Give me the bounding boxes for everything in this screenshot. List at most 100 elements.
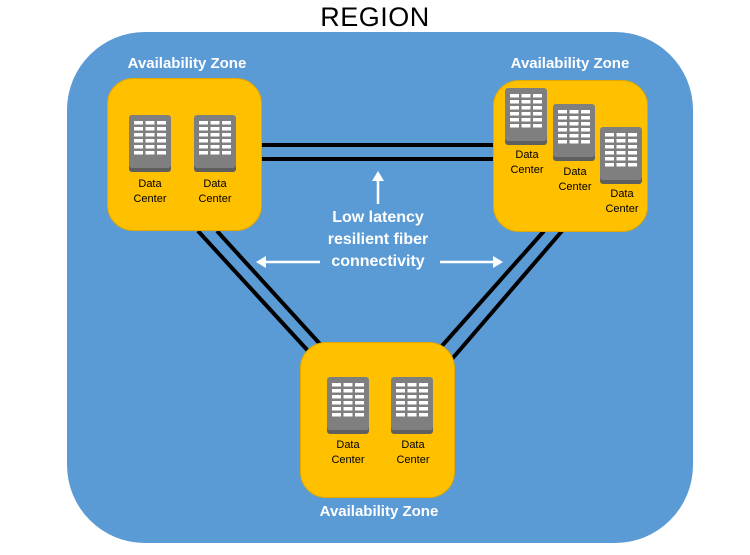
server-slot	[355, 389, 364, 393]
server-slot	[510, 118, 519, 122]
fiber-link-right-2	[450, 229, 564, 361]
server-slot	[396, 383, 405, 387]
server-slot	[628, 145, 637, 149]
server-rack-icon	[600, 127, 642, 184]
server-slot	[332, 407, 341, 411]
server-slot	[521, 118, 531, 122]
server-slot	[628, 133, 637, 137]
server-slot	[199, 133, 208, 137]
server-slot	[581, 110, 590, 114]
server-slot	[521, 112, 531, 116]
server-slot	[569, 140, 579, 144]
server-slot	[407, 413, 417, 417]
server-slot	[199, 127, 208, 131]
server-slot	[355, 383, 364, 387]
server-slot	[343, 401, 353, 405]
server-slot	[332, 389, 341, 393]
server-slot	[558, 134, 567, 138]
server-slot	[210, 151, 220, 155]
dc-label-line: Data	[515, 149, 539, 161]
server-slot	[134, 121, 143, 125]
server-slot	[134, 139, 143, 143]
server-slot	[145, 121, 155, 125]
dc-label-line: Data	[401, 439, 425, 451]
server-slot	[569, 116, 579, 120]
server-slot	[157, 151, 166, 155]
server-slot	[199, 121, 208, 125]
server-slot	[355, 413, 364, 417]
server-slot	[134, 133, 143, 137]
server-slot	[533, 106, 542, 110]
server-slot	[145, 139, 155, 143]
server-slot	[569, 122, 579, 126]
server-slot	[145, 127, 155, 131]
server-slot	[332, 383, 341, 387]
server-slot	[616, 163, 626, 167]
server-slot	[419, 389, 428, 393]
fiber-link-left-1	[196, 229, 312, 355]
server-slot	[157, 127, 166, 131]
server-slot	[332, 401, 341, 405]
availability-zone-top-left	[107, 78, 262, 231]
server-slot	[407, 407, 417, 411]
server-slot	[581, 140, 590, 144]
server-slot	[558, 128, 567, 132]
dc-label-line: Data	[138, 178, 162, 190]
server-slot	[355, 401, 364, 405]
server-slot	[222, 127, 231, 131]
server-slot	[145, 145, 155, 149]
server-rack-icon	[129, 115, 171, 172]
server-slot	[396, 401, 405, 405]
server-rack-icon	[391, 377, 433, 434]
server-slot	[199, 151, 208, 155]
connectivity-label: Low latency resilient fiber connectivity	[298, 207, 458, 273]
server-slot	[628, 139, 637, 143]
arrow-up-icon	[372, 171, 384, 204]
server-slot	[581, 134, 590, 138]
dc-label-line: Data	[610, 188, 634, 200]
data-center-label: Data Center	[185, 177, 245, 207]
dc-label-line: Center	[605, 203, 639, 215]
server-slot	[419, 413, 428, 417]
server-slot	[332, 395, 341, 399]
server-slot	[605, 151, 614, 155]
server-slot	[396, 407, 405, 411]
server-slot	[199, 139, 208, 143]
dc-label-line: Center	[396, 454, 430, 466]
server-slot	[558, 122, 567, 126]
server-slot	[569, 110, 579, 114]
connectivity-line: Low latency	[332, 209, 424, 226]
server-slot	[145, 133, 155, 137]
server-slot	[145, 151, 155, 155]
zone-label-bottom: Availability Zone	[319, 503, 439, 520]
server-slot	[407, 389, 417, 393]
server-slot	[355, 395, 364, 399]
server-slot	[134, 145, 143, 149]
server-slot	[510, 106, 519, 110]
server-slot	[605, 163, 614, 167]
server-slot	[396, 413, 405, 417]
server-slot	[407, 401, 417, 405]
data-center-label: Data Center	[120, 177, 180, 207]
server-slot	[533, 118, 542, 122]
server-slot	[521, 106, 531, 110]
data-center-label: Data Center	[545, 165, 605, 195]
server-slot	[134, 151, 143, 155]
server-slot	[210, 145, 220, 149]
server-slot	[222, 121, 231, 125]
server-slot	[157, 145, 166, 149]
dc-label-line: Center	[331, 454, 365, 466]
server-slot	[419, 407, 428, 411]
server-slot	[569, 134, 579, 138]
server-slot	[581, 116, 590, 120]
server-slot	[157, 139, 166, 143]
server-slot	[419, 395, 428, 399]
region-title: REGION	[320, 2, 430, 32]
arrow-left-icon	[256, 256, 320, 268]
dc-label-line: Center	[133, 193, 167, 205]
server-slot	[521, 124, 531, 128]
server-rack-icon	[327, 377, 369, 434]
server-slot	[628, 157, 637, 161]
server-slot	[343, 389, 353, 393]
